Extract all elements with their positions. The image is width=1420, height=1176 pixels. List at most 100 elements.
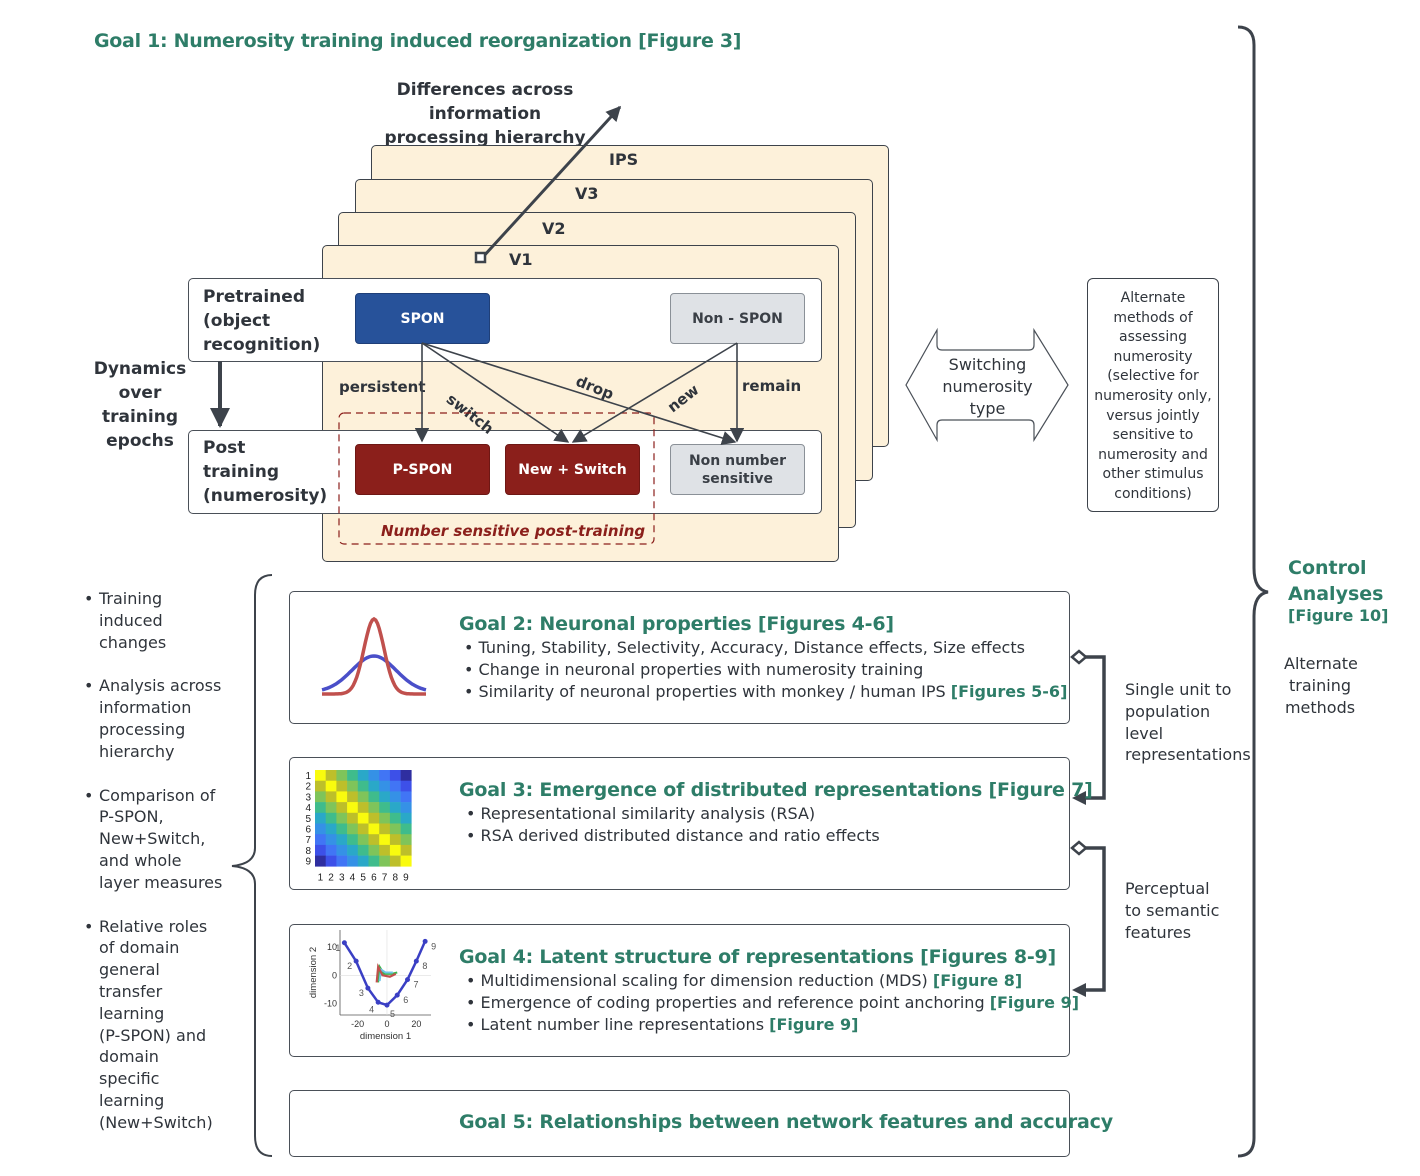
mds-series-red xyxy=(375,963,397,983)
goal4-box xyxy=(289,924,1070,1057)
rsa-cell xyxy=(325,802,337,814)
number-sensitive-label: Number sensitive post-training xyxy=(381,522,646,540)
goal-bullet-item: • Similarity of neuronal properties with… xyxy=(464,681,1067,703)
rsa-cell xyxy=(400,834,412,846)
switching-line: type xyxy=(969,399,1006,418)
left-list-line: information xyxy=(99,698,192,718)
rsa-cell xyxy=(389,780,401,792)
rsa-cell xyxy=(325,844,337,856)
left-list-line: Training xyxy=(99,589,163,608)
rsa-cell xyxy=(336,780,348,792)
rsa-cell xyxy=(368,855,380,867)
goal-bullet-item: • RSA derived distributed distance and r… xyxy=(466,825,880,847)
alt-training-line: methods xyxy=(1284,698,1356,717)
control-figure-ref: [Figure 10] xyxy=(1288,606,1389,625)
alt-training-line: Alternate xyxy=(1284,654,1358,673)
rsa-cell xyxy=(400,802,412,814)
rsa-cell xyxy=(379,855,391,867)
number-sensitive-region xyxy=(338,412,655,545)
goal1-title: Goal 1: Numerosity training induced reor… xyxy=(94,30,742,52)
mds-ytick-label: 10 xyxy=(327,942,337,952)
mds-ytick-label: -10 xyxy=(324,999,337,1009)
rsa-cell xyxy=(400,780,412,792)
rsa-cell xyxy=(315,780,326,792)
hierarchy-label-line1: Differences across information xyxy=(396,80,574,124)
figure-reference: [Figure 8] xyxy=(932,971,1023,990)
connector-perceptual-arrowhead xyxy=(1072,983,1086,997)
rsa-cell xyxy=(325,791,337,803)
mds-ytick-label: 0 xyxy=(332,970,337,980)
node-spon: SPON xyxy=(355,293,490,344)
mds-ylabel: dimension 2 xyxy=(308,947,319,998)
rsa-ytick-label: 7 xyxy=(305,835,311,846)
dynamics-label: Dynamics over training epochs xyxy=(80,357,200,453)
rsa-cell xyxy=(336,770,348,781)
alternate-methods-box: Alternate methods of assessing numerosit… xyxy=(1087,278,1219,512)
control-analyses-title: Control Analyses xyxy=(1288,555,1383,607)
layer-label-ips: IPS xyxy=(609,150,639,169)
rsa-ytick-label: 9 xyxy=(305,857,311,868)
post-label-line: training xyxy=(203,462,280,482)
rsa-cell xyxy=(357,802,369,814)
tuning-curve-narrow xyxy=(322,616,426,696)
goal4-bullets: • Multidimensional scaling for dimension… xyxy=(466,970,1079,1036)
left-list-line: Analysis across xyxy=(99,676,222,696)
mds-point xyxy=(384,1002,390,1008)
rsa-ytick-label: 5 xyxy=(305,814,311,825)
left-list-line: Relative roles xyxy=(99,916,208,936)
rsa-xtick-label: 3 xyxy=(339,872,345,883)
goal-bullet-text: • Emergence of coding properties and ref… xyxy=(466,993,990,1012)
goal-bullet-text: • Representational similarity analysis (… xyxy=(466,804,816,823)
left-list-line: learning xyxy=(99,1003,165,1023)
rsa-cell xyxy=(336,823,348,835)
left-brace xyxy=(231,574,273,1157)
rsa-cell xyxy=(347,802,359,814)
rsa-cell xyxy=(357,770,369,781)
layer-label-v1: V1 xyxy=(509,250,533,269)
left-list-line: changes xyxy=(99,632,167,652)
switching-double-arrow xyxy=(905,327,1069,443)
node-non-number-sensitive: Non number sensitive xyxy=(670,444,805,495)
single-unit-label: Single unit to population level represen… xyxy=(1125,679,1251,766)
bullet-icon: • xyxy=(84,676,94,696)
mds-point-label: 6 xyxy=(403,995,408,1005)
rsa-cell xyxy=(315,844,326,856)
bullet-icon: • xyxy=(84,785,94,805)
perceptual-line: features xyxy=(1125,922,1192,942)
node-non-number-line2: sensitive xyxy=(701,470,774,487)
left-list-line: Comparison of xyxy=(99,785,216,805)
left-list-line: hierarchy xyxy=(99,741,175,761)
rsa-cell xyxy=(336,812,348,824)
rsa-cell xyxy=(347,834,359,846)
dynamics-label-line: over training xyxy=(101,383,178,427)
rsa-cell xyxy=(400,823,412,835)
rsa-xtick-label: 4 xyxy=(350,872,356,883)
mds-point-label: 9 xyxy=(431,941,436,951)
figure-reference: [Figures 5-6] xyxy=(950,682,1068,701)
mds-xtick-label: -20 xyxy=(351,1019,364,1029)
rsa-cell xyxy=(336,844,348,856)
rsa-cell xyxy=(379,844,391,856)
rsa-cell xyxy=(368,780,380,792)
rsa-cell xyxy=(325,823,337,835)
rsa-xtick-label: 8 xyxy=(392,872,398,883)
rsa-cell xyxy=(336,834,348,846)
rsa-cell xyxy=(357,812,369,824)
control-title-line: Analyses xyxy=(1288,583,1384,605)
left-list-line: P-SPON, xyxy=(99,807,164,827)
rsa-cell xyxy=(347,780,359,792)
rsa-cell xyxy=(400,812,412,824)
rsa-cell xyxy=(368,802,380,814)
goal-bullet-item: • Tuning, Stability, Selectivity, Accura… xyxy=(464,637,1067,659)
rsa-cell xyxy=(336,855,348,867)
goal-bullet-item: • Representational similarity analysis (… xyxy=(466,803,880,825)
alt-line: conditions) xyxy=(1114,485,1192,502)
rsa-cell xyxy=(347,770,359,781)
rsa-cell xyxy=(368,834,380,846)
rsa-cell xyxy=(347,844,359,856)
rsa-cell xyxy=(389,791,401,803)
mds-series-green xyxy=(377,963,398,983)
mds-xtick-label: 0 xyxy=(384,1019,389,1029)
